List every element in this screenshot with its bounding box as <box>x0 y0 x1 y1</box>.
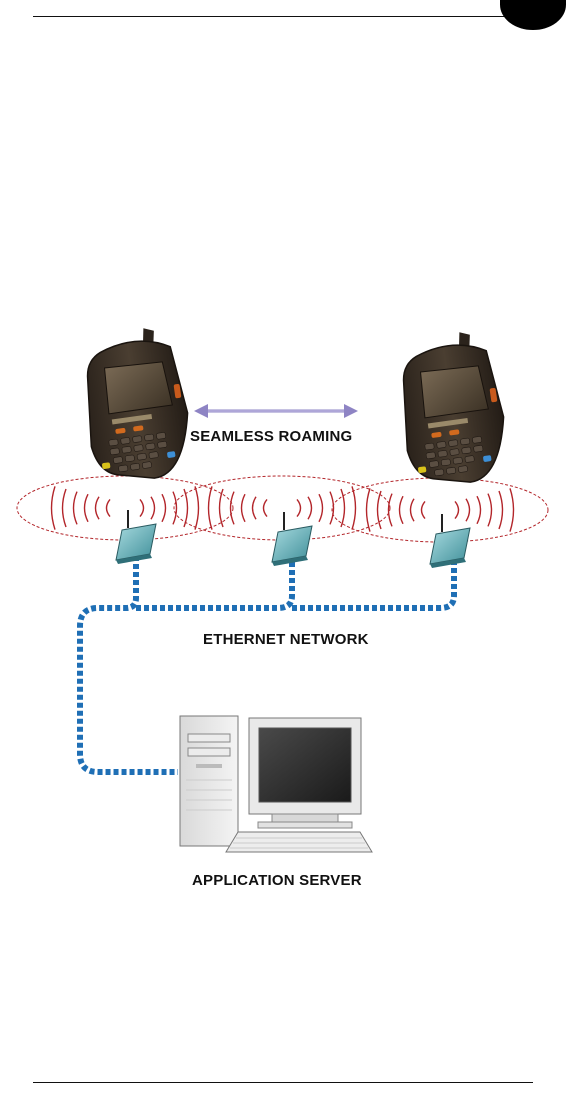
handheld-terminal-icon <box>76 324 196 486</box>
application-server-label: APPLICATION SERVER <box>192 872 362 889</box>
radio-wave-arc <box>297 499 301 516</box>
radio-wave-arc <box>253 497 257 519</box>
radio-wave-arc <box>242 494 246 522</box>
radio-wave-arc <box>422 501 426 518</box>
radio-wave-arc <box>162 494 166 522</box>
radio-wave-arc <box>319 494 323 522</box>
wireless-access-point-icon <box>272 512 312 566</box>
radio-wave-arc <box>341 489 345 527</box>
radio-wave-arc <box>455 501 459 518</box>
radio-wave-arc <box>466 499 470 521</box>
radio-wave-arc <box>400 496 404 524</box>
radio-wave-arc <box>477 496 481 524</box>
radio-wave-arc <box>107 499 111 516</box>
radio-wave-arc <box>52 486 56 529</box>
roaming-arrow <box>194 404 358 418</box>
footer-rule <box>33 1082 533 1083</box>
radio-wave-arc <box>184 489 188 527</box>
radio-wave-arc <box>378 491 382 529</box>
desktop-computer-icon <box>180 716 372 852</box>
radio-wave-arc <box>352 486 356 529</box>
radio-wave-arc <box>499 491 503 529</box>
radio-wave-arc <box>96 497 100 519</box>
radio-wave-arc <box>63 489 67 527</box>
radio-wave-arc <box>85 494 89 522</box>
seamless-roaming-label: SEAMLESS ROAMING <box>190 428 352 445</box>
radio-wave-arc <box>308 497 312 519</box>
radio-wave-arc <box>264 499 268 516</box>
radio-wave-arc <box>488 494 492 527</box>
radio-wave-arc <box>367 488 371 531</box>
ethernet-network-label: ETHERNET NETWORK <box>203 631 369 648</box>
radio-wave-arc <box>195 486 199 529</box>
radio-wave-arc <box>74 492 78 525</box>
radio-wave-arc <box>140 499 144 516</box>
handheld-terminal-icon <box>392 328 512 490</box>
radio-wave-arc <box>330 492 334 525</box>
coverage-ellipse <box>332 478 548 542</box>
radio-wave-arc <box>151 497 155 519</box>
radio-wave-arc <box>510 488 514 531</box>
radio-wave-arc <box>209 486 213 529</box>
wireless-access-point-icon <box>430 514 470 568</box>
radio-wave-arc <box>411 499 415 521</box>
wireless-access-point-icon <box>116 510 156 564</box>
